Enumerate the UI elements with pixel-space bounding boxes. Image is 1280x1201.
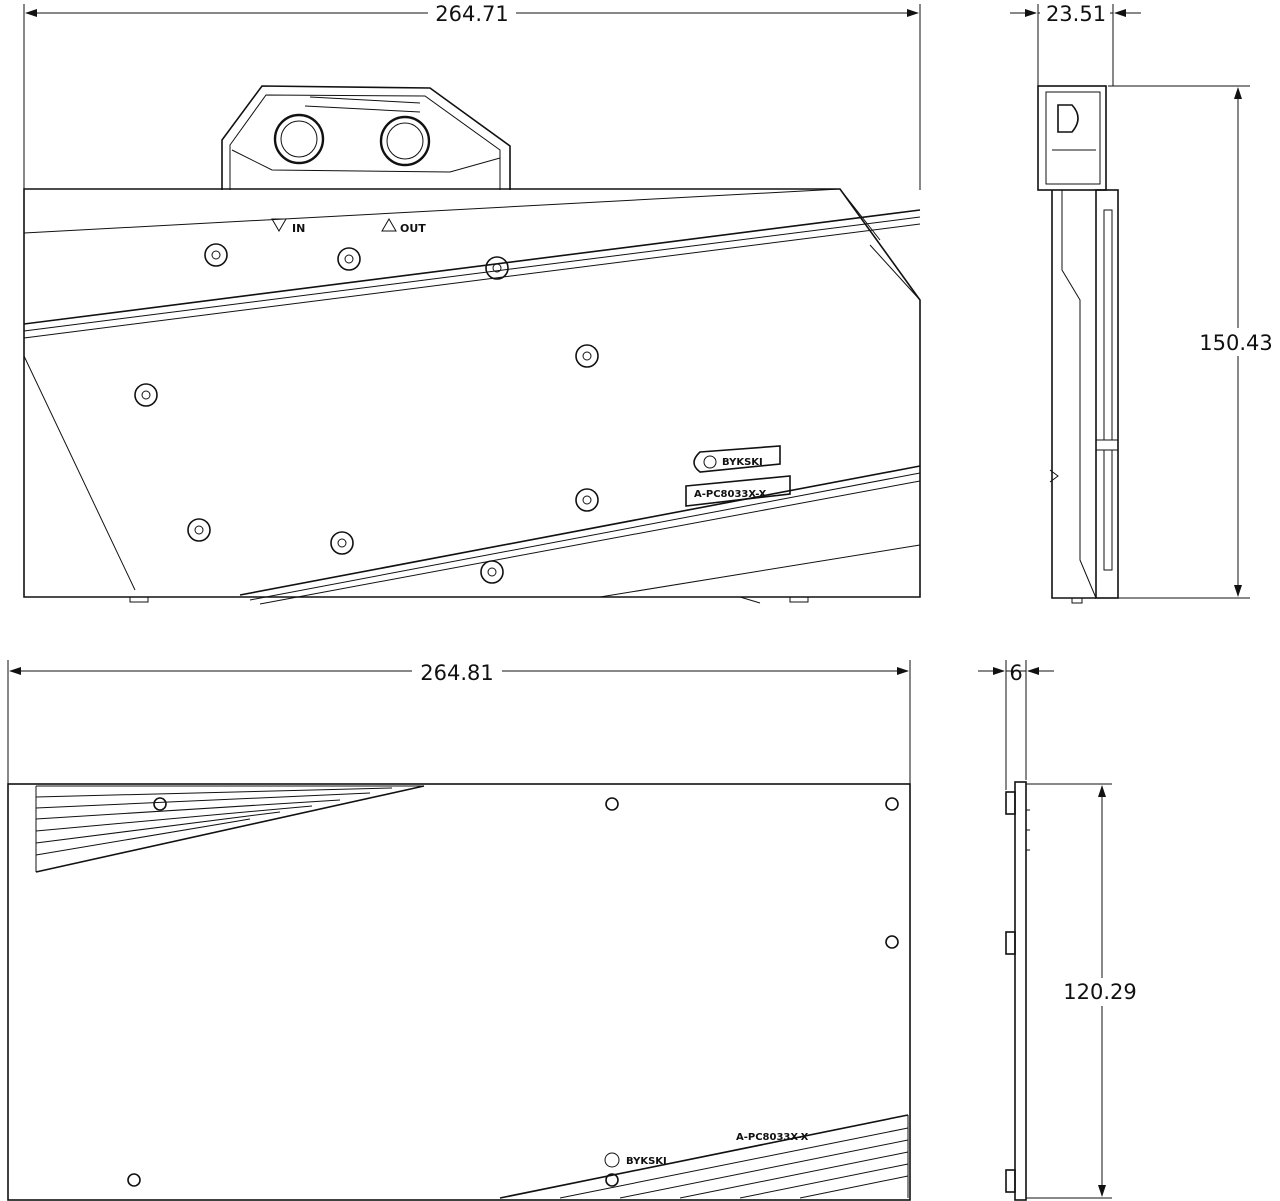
inlet-label: IN [292, 222, 305, 235]
screw-icon [575, 344, 599, 368]
backplate-model-text: A-PC8033X-X [736, 1132, 809, 1143]
side-view: 23.51 150.43 [1010, 2, 1278, 604]
front-plate [23, 188, 921, 605]
backplate-side-view: 6 120.29 [978, 660, 1146, 1201]
side-thickness-dimension: 23.51 [1010, 2, 1141, 86]
brand-logo-icon [703, 455, 717, 469]
front-screws [134, 243, 599, 584]
screw-icon [485, 256, 509, 280]
screw-icon [480, 560, 504, 584]
backplate-thickness-value: 6 [1009, 661, 1022, 685]
side-profile [1037, 85, 1119, 604]
screw-icon [605, 1173, 619, 1187]
screw-icon [187, 518, 211, 542]
terminal-block [221, 85, 511, 190]
side-height-dimension: 150.43 [1108, 85, 1278, 599]
backplate-height-value: 120.29 [1063, 980, 1136, 1004]
backplate-badge: BYKSKI A-PC8033X-X [604, 1132, 809, 1168]
backplate-brand-text: BYKSKI [626, 1156, 667, 1167]
outlet-arrow-icon [381, 218, 397, 232]
brand-logo-icon [604, 1152, 620, 1168]
screw-icon [330, 531, 354, 555]
backplate-width-dimension: 264.81 [7, 660, 911, 785]
outlet-port-icon [379, 115, 431, 167]
backplate-outline [7, 783, 911, 1201]
backplate-height-dimension: 120.29 [1026, 783, 1146, 1199]
inlet-port-icon [273, 113, 325, 165]
front-width-value: 264.71 [435, 2, 508, 26]
port-labels: IN OUT [271, 218, 426, 235]
front-view: 264.71 [23, 2, 921, 605]
screw-icon [885, 797, 899, 811]
screw-icon [204, 243, 228, 267]
screw-icon [885, 935, 899, 949]
front-badge: BYKSKI A-PC8033X-X [685, 445, 791, 507]
front-brand-text: BYKSKI [722, 457, 763, 468]
front-width-dimension: 264.71 [23, 2, 921, 190]
side-thickness-value: 23.51 [1046, 2, 1106, 26]
side-height-value: 150.43 [1199, 331, 1272, 355]
screw-icon [575, 488, 599, 512]
backplate-thickness-dimension: 6 [978, 660, 1054, 790]
screw-icon [605, 797, 619, 811]
screw-icon [337, 247, 361, 271]
backplate-view: 264.81 [7, 660, 911, 1201]
backplate-width-value: 264.81 [420, 661, 493, 685]
backplate-side-profile [1005, 781, 1030, 1201]
screw-icon [153, 797, 167, 811]
screw-icon [134, 383, 158, 407]
inlet-arrow-icon [271, 218, 287, 232]
screw-icon [127, 1173, 141, 1187]
outlet-label: OUT [400, 222, 426, 235]
backplate-screws [127, 797, 899, 1187]
front-model-text: A-PC8033X-X [694, 489, 767, 500]
